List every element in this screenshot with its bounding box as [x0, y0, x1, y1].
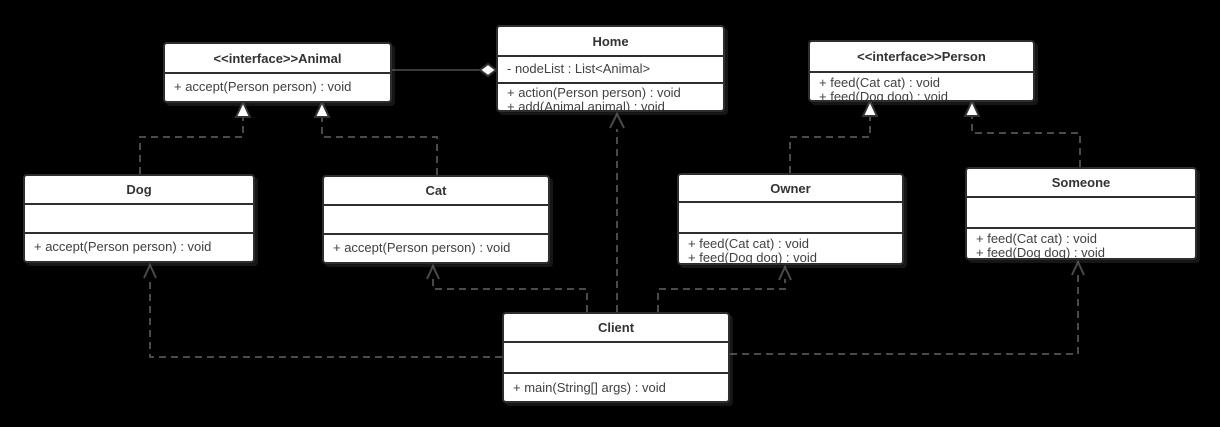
- class-box-cat[interactable]: Cat + accept(Person person) : void: [322, 175, 550, 264]
- method-row: + feed(Cat cat) : void: [976, 231, 1098, 246]
- method-row: + accept(Person person) : void: [333, 240, 511, 255]
- method-row: + accept(Person person) : void: [34, 239, 212, 254]
- connector-client-dog-dependency[interactable]: [149, 277, 502, 358]
- empty-attributes-section: [679, 201, 902, 232]
- empty-attributes-section: [25, 203, 253, 232]
- method-row: + accept(Person person) : void: [174, 79, 352, 94]
- empty-attributes-section: [967, 196, 1195, 227]
- dependency-arrow-icon: [1071, 259, 1085, 276]
- class-title: Owner: [770, 180, 811, 196]
- aggregation-diamond-icon: [478, 62, 498, 78]
- class-title: Dog: [126, 182, 152, 197]
- empty-attributes-section: [324, 204, 548, 233]
- connector-client-owner-dependency[interactable]: [657, 279, 786, 312]
- connector-cat-animal-realization[interactable]: [321, 117, 438, 175]
- attribute-row: - nodeList : List<Animal>: [507, 61, 651, 76]
- method-row: + feed(Dog dog) : void: [819, 89, 948, 101]
- class-title: <<interface>>Animal: [213, 50, 342, 66]
- dependency-arrow-icon: [778, 264, 792, 281]
- class-box-owner[interactable]: Owner + feed(Cat cat) : void + feed(Dog …: [677, 173, 904, 265]
- method-row: + action(Person person) : void: [507, 85, 681, 100]
- connector-dog-animal-realization[interactable]: [139, 117, 244, 174]
- method-row: + add(Animal animal) : void: [507, 99, 665, 111]
- class-box-someone[interactable]: Someone + feed(Cat cat) : void + feed(Do…: [965, 167, 1197, 260]
- dependency-arrow-icon: [609, 111, 625, 129]
- realization-triangle-icon: [234, 99, 252, 118]
- connector-someone-person-realization[interactable]: [971, 116, 1081, 167]
- method-row: + feed(Cat cat) : void: [688, 236, 810, 251]
- class-box-animal[interactable]: <<interface>>Animal + accept(Person pers…: [163, 42, 392, 103]
- method-row: + feed(Dog dog) : void: [688, 250, 817, 264]
- class-box-home[interactable]: Home - nodeList : List<Animal> + action(…: [496, 25, 725, 112]
- class-box-person[interactable]: <<interface>>Person + feed(Cat cat) : vo…: [808, 40, 1035, 102]
- dependency-arrow-icon: [426, 263, 440, 280]
- method-row: + main(String[] args) : void: [513, 380, 666, 395]
- class-title: Client: [597, 320, 635, 335]
- realization-triangle-icon: [313, 99, 331, 118]
- connector-client-someone-dependency[interactable]: [730, 274, 1079, 355]
- class-box-client[interactable]: Client + main(String[] args) : void: [502, 312, 730, 403]
- method-row: + feed(Dog dog) : void: [976, 245, 1105, 259]
- class-box-dog[interactable]: Dog + accept(Person person) : void: [23, 174, 255, 263]
- empty-attributes-section: [504, 341, 728, 372]
- connector-client-cat-dependency[interactable]: [432, 278, 588, 312]
- class-title: Someone: [1051, 175, 1111, 190]
- dependency-arrow-icon: [143, 262, 157, 279]
- class-title: Cat: [425, 183, 447, 198]
- connector-owner-person-realization[interactable]: [789, 116, 871, 173]
- realization-triangle-icon: [861, 98, 879, 117]
- realization-triangle-icon: [963, 98, 981, 117]
- class-title: Home: [592, 33, 629, 49]
- method-row: + feed(Cat cat) : void: [819, 75, 941, 90]
- class-title: <<interface>>Person: [857, 49, 986, 64]
